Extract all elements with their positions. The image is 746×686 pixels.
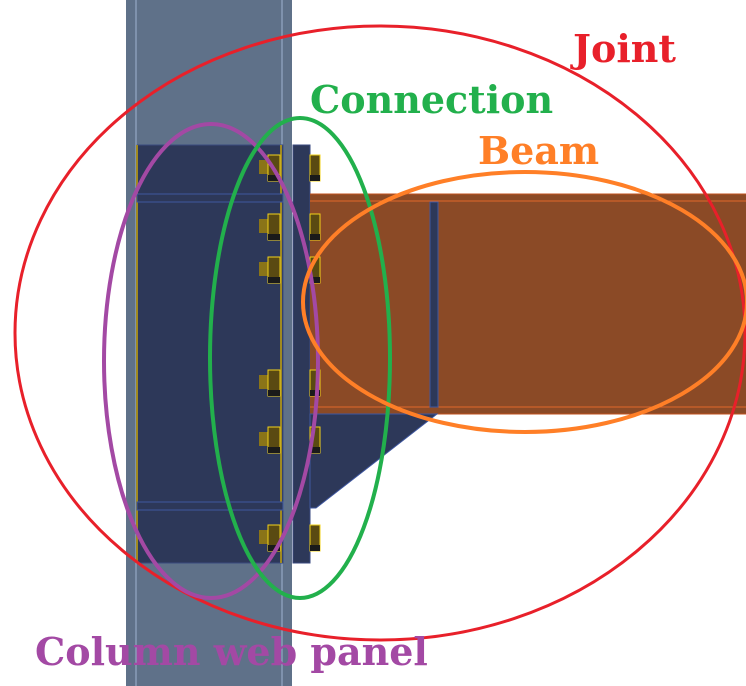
bolt-head-shadow [268, 545, 280, 551]
bolt-head-shadow [268, 390, 280, 396]
bolt-shank [259, 432, 268, 446]
joint-ellipse [13, 24, 746, 642]
bolt-head-shadow [268, 277, 280, 283]
bolt-head-shadow [268, 447, 280, 453]
column-stiffener [136, 193, 284, 203]
haunch [309, 413, 439, 509]
bolt-shank [259, 219, 268, 233]
bolt-nut-shadow [310, 234, 320, 240]
bolt-shank [259, 530, 268, 544]
column-web-panel-ellipse [102, 122, 320, 600]
joint-label: Joint [570, 26, 676, 71]
beam-ellipse [301, 170, 746, 434]
bolt-shank [259, 375, 268, 389]
column-stiffener [136, 501, 284, 511]
beam-stiffener [429, 201, 439, 408]
connection-ellipse [208, 116, 392, 600]
beam-label: Beam [478, 128, 599, 173]
bolt-nut-shadow [310, 447, 320, 453]
bolt-shank [259, 262, 268, 276]
bolt-nut-shadow [310, 277, 320, 283]
bolt-shank [259, 160, 268, 174]
bolt-head-shadow [268, 234, 280, 240]
bolt-nut-shadow [310, 545, 320, 551]
column-web-panel-label: Column web panel [35, 629, 428, 674]
beam [310, 194, 746, 414]
bolt-nut-shadow [310, 390, 320, 396]
bolt-nut-shadow [310, 175, 320, 181]
bolt-head-shadow [268, 175, 280, 181]
connection-label: Connection [310, 77, 553, 122]
